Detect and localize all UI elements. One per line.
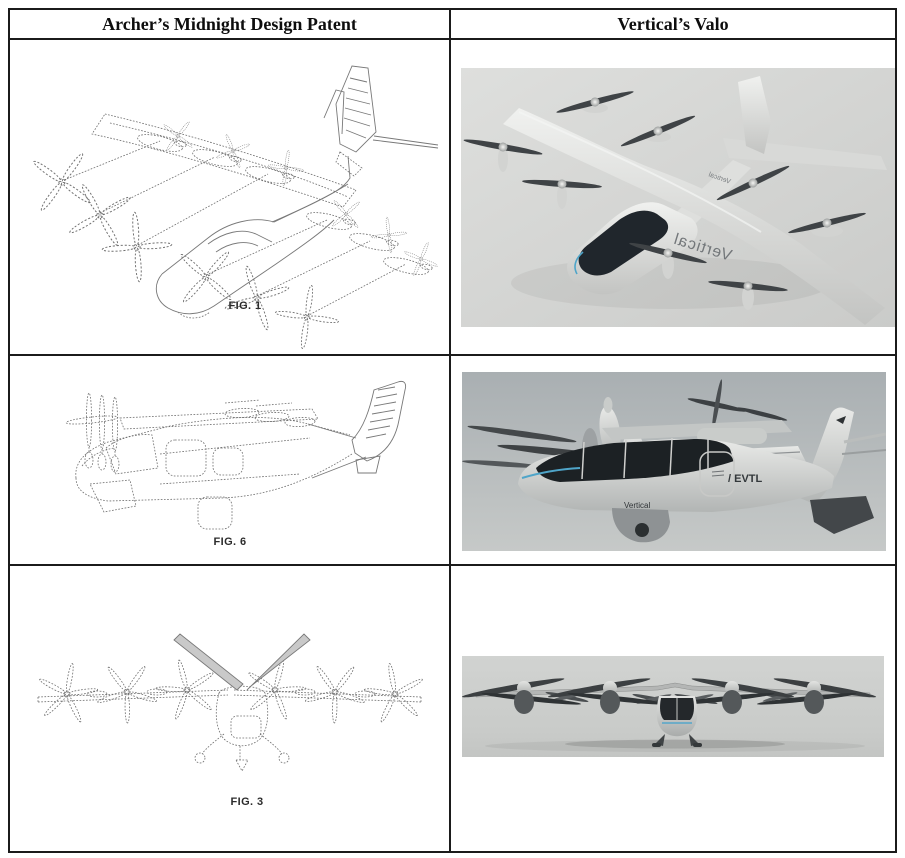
valo-front-photo: [462, 656, 884, 757]
fig1-label: FIG. 1: [228, 300, 262, 312]
column-header-archer-label: Archer’s Midnight Design Patent: [102, 13, 357, 34]
patent-cell-fig6: FIG. 6: [10, 356, 451, 566]
valo-evtl-text: / EVTL: [728, 473, 763, 485]
valo-fuselage-logo-text: Vertical: [624, 501, 650, 510]
patent-drawing-fig6-side-icon: [65, 380, 407, 530]
patent-cell-fig1: FIG. 1: [10, 40, 451, 356]
valo-three-quarter-photo: Vertical Vertical: [461, 68, 895, 327]
column-header-vertical: Vertical’s Valo: [451, 10, 895, 40]
valo-side-photo: / EVTL Vertical: [462, 372, 886, 551]
valo-three-quarter-render-icon: Vertical Vertical: [461, 68, 895, 327]
valo-front-render-icon: [462, 656, 884, 757]
patent-drawing-fig1-isometric-icon: [10, 65, 449, 354]
valo-side-render-icon: / EVTL Vertical: [462, 372, 886, 551]
photo-cell-side: / EVTL Vertical: [451, 356, 895, 566]
column-header-archer: Archer’s Midnight Design Patent: [10, 10, 451, 40]
patent-cell-fig3: FIG. 3: [10, 566, 451, 851]
photo-cell-three-quarter: Vertical Vertical: [451, 40, 895, 356]
comparison-table: Archer’s Midnight Design Patent Vertical…: [8, 8, 897, 853]
column-header-vertical-label: Vertical’s Valo: [617, 13, 729, 34]
fig3-label: FIG. 3: [230, 796, 264, 808]
photo-cell-front: [451, 566, 895, 851]
patent-drawing-fig3-front-icon: [10, 633, 449, 772]
fig6-label: FIG. 6: [213, 536, 247, 548]
